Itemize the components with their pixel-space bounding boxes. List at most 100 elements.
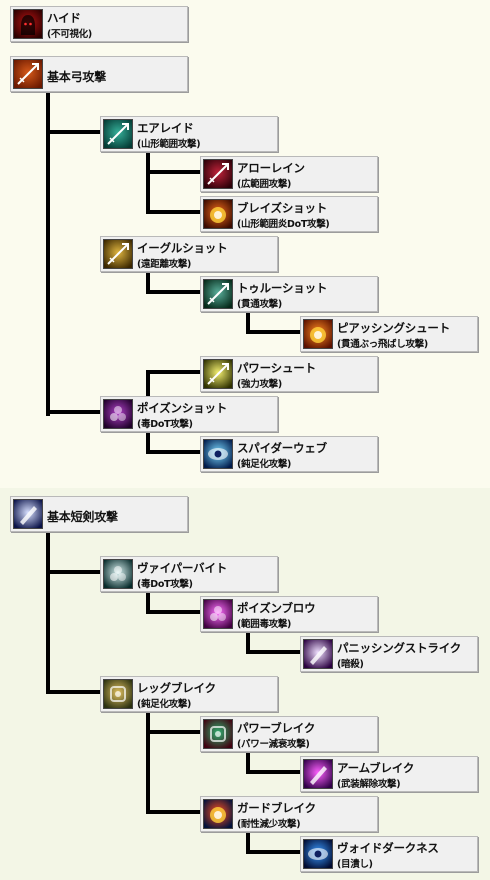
skill-node-hide[interactable]: ハイド (不可視化): [10, 6, 188, 42]
connector-line: [46, 570, 102, 574]
connector-line: [246, 748, 250, 774]
skill-description: (広範囲攻撃): [237, 179, 292, 190]
bow-icon: [13, 59, 43, 89]
skill-node-guardbreak[interactable]: ガードブレイク (耐性減少攻撃): [200, 796, 378, 832]
skill-node-piercing[interactable]: ピアッシングシュート (貫通ぶっ飛ばし攻撃): [300, 316, 478, 352]
skill-node-power[interactable]: パワーシュート (強力攻撃): [200, 356, 378, 392]
skill-node-dagger[interactable]: 基本短剣攻撃: [10, 496, 188, 532]
connector-line: [146, 730, 202, 734]
skill-name: ピアッシングシュート: [337, 321, 450, 335]
piercing-arrow-icon: [203, 279, 233, 309]
arrow-rain-icon: [203, 159, 233, 189]
skill-name: ガードブレイク: [237, 801, 316, 815]
skill-node-viper[interactable]: ヴァイパーバイト (毒DoT攻撃): [100, 556, 278, 592]
connector-line: [146, 708, 150, 814]
skill-node-poisonblow[interactable]: ポイズンブロウ (範囲毒攻撃): [200, 596, 378, 632]
eagle-shot-icon: [103, 239, 133, 269]
spider-web-icon: [203, 439, 233, 469]
skill-description: (貫通攻撃): [237, 299, 282, 310]
skill-name: アローレイン: [237, 161, 305, 175]
connector-line: [146, 290, 202, 294]
connector-line: [146, 810, 202, 814]
skill-node-spider[interactable]: スパイダーウェブ (鈍足化攻撃): [200, 436, 378, 472]
void-eye-icon: [303, 839, 333, 869]
connector-line: [246, 330, 302, 334]
skill-description: (強力攻撃): [237, 379, 282, 390]
skill-node-powerbreak[interactable]: パワーブレイク(パワー減衰攻撃): [200, 716, 378, 752]
connector-line: [246, 770, 302, 774]
skill-name: パワーシュート: [237, 361, 316, 375]
skill-description: (遠距離攻撃): [137, 259, 192, 270]
skill-node-void[interactable]: ヴォイドダークネス(目潰し): [300, 836, 478, 872]
power-break-icon: [203, 719, 233, 749]
skill-description: (毒DoT攻撃): [137, 419, 193, 430]
skill-node-blaze[interactable]: ブレイズショット(山形範囲炎DoT攻撃): [200, 196, 378, 232]
skill-node-poison[interactable]: ポイズンショット (毒DoT攻撃): [100, 396, 278, 432]
skill-description: (不可視化): [47, 29, 92, 40]
skill-name: ヴォイドダークネス: [337, 841, 439, 855]
power-shot-icon: [203, 359, 233, 389]
guard-break-icon: [203, 799, 233, 829]
connector-line: [246, 308, 250, 332]
connector-line: [46, 528, 50, 692]
skill-description: (耐性減少攻撃): [237, 819, 301, 830]
poison-blow-icon: [203, 599, 233, 629]
connector-line: [146, 170, 202, 174]
connector-line: [246, 628, 250, 654]
skill-description: (鈍足化攻撃): [237, 459, 292, 470]
skill-description: (貫通ぶっ飛ばし攻撃): [337, 339, 428, 350]
connector-line: [146, 588, 150, 614]
skill-name: ヴァイパーバイト: [137, 561, 228, 575]
connector-line: [146, 268, 150, 292]
skill-description: (山形範囲炎DoT攻撃): [237, 219, 330, 230]
viper-bite-icon: [103, 559, 133, 589]
piercing-burst-icon: [303, 319, 333, 349]
connector-line: [146, 370, 202, 374]
connector-line: [46, 410, 102, 414]
connector-line: [146, 450, 202, 454]
skill-node-legbreak[interactable]: レッグブレイク (鈍足化攻撃): [100, 676, 278, 712]
arm-break-icon: [303, 759, 333, 789]
connector-line: [146, 428, 150, 454]
connector-line: [46, 690, 102, 694]
arrow-volley-icon: [103, 119, 133, 149]
fire-shot-icon: [203, 199, 233, 229]
skill-node-arrowrain[interactable]: アローレイン (広範囲攻撃): [200, 156, 378, 192]
connector-line: [246, 850, 302, 854]
skill-node-eagle[interactable]: イーグルショット (遠距離攻撃): [100, 236, 278, 272]
connector-line: [246, 828, 250, 854]
skill-node-bow[interactable]: 基本弓攻撃: [10, 56, 188, 92]
skill-name: パニッシングストライク: [337, 641, 462, 655]
skill-description: (山形範囲攻撃): [137, 139, 201, 150]
skill-description: (武装解除攻撃): [337, 779, 401, 790]
skill-description: (暗殺): [337, 659, 364, 670]
skill-node-airraid[interactable]: エアレイド (山形範囲攻撃): [100, 116, 278, 152]
skill-description: (鈍足化攻撃): [137, 699, 192, 710]
skill-description: (パワー減衰攻撃): [237, 739, 310, 750]
skill-node-armbreak[interactable]: アームブレイク (武装解除攻撃): [300, 756, 478, 792]
skill-description: (範囲毒攻撃): [237, 619, 292, 630]
leg-break-icon: [103, 679, 133, 709]
skill-name: エアレイド: [137, 121, 194, 135]
dagger-icon: [13, 499, 43, 529]
skill-name: レッグブレイク: [137, 681, 216, 695]
skill-name: ハイド: [47, 11, 81, 25]
skill-name: ポイズンブロウ: [237, 601, 316, 615]
skill-name: スパイダーウェブ: [237, 441, 327, 455]
skill-name: トゥルーショット: [237, 281, 328, 295]
skill-name: アームブレイク: [337, 761, 415, 775]
connector-line: [146, 370, 150, 416]
skill-description: (毒DoT攻撃): [137, 579, 193, 590]
skill-node-panic[interactable]: パニッシングストライク (暗殺): [300, 636, 478, 672]
connector-line: [146, 148, 150, 214]
skill-node-through[interactable]: トゥルーショット (貫通攻撃): [200, 276, 378, 312]
skill-name: ポイズンショット: [137, 401, 228, 415]
connector-line: [46, 88, 50, 416]
connector-line: [246, 650, 302, 654]
skill-name: 基本弓攻撃: [47, 70, 107, 84]
skill-name: イーグルショット: [137, 241, 228, 255]
poison-shot-icon: [103, 399, 133, 429]
punishing-strike-icon: [303, 639, 333, 669]
hooded-figure-icon: [13, 9, 43, 39]
